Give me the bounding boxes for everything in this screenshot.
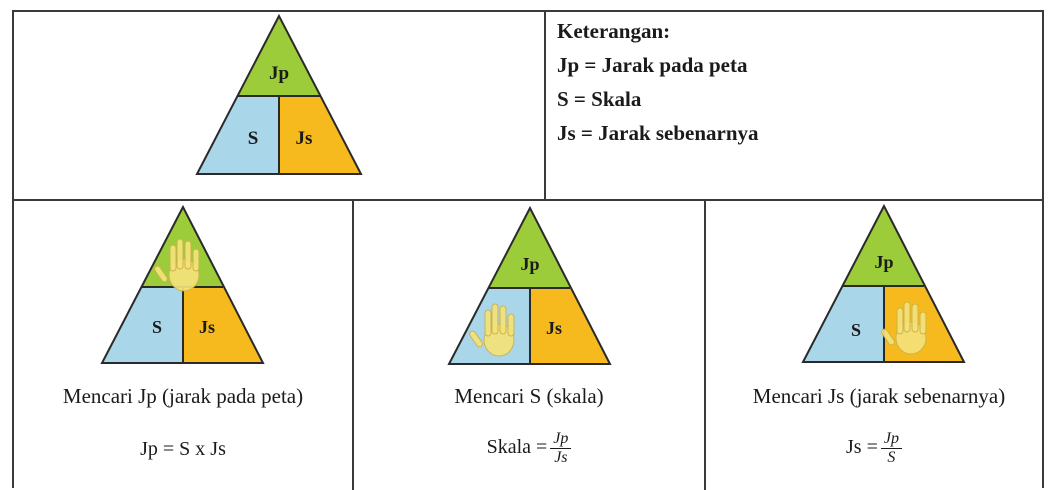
case-s-caption: Mencari S (skala) <box>454 384 604 408</box>
triangle-right-section <box>530 288 610 364</box>
triangle-top-section <box>489 208 570 288</box>
hand-icon <box>469 303 515 357</box>
label-js: Js <box>296 128 313 149</box>
case-jp-caption: Mencari Jp (jarak pada peta) <box>62 384 304 408</box>
hand-icon <box>881 301 927 355</box>
table-col-divider-1 <box>352 200 354 490</box>
label-js: Js <box>546 318 562 338</box>
table-col-divider-2 <box>704 200 706 490</box>
triangle-left-section <box>197 96 279 174</box>
triangle-right-section <box>183 287 263 363</box>
case-js-triangle: Jp S <box>801 203 966 364</box>
formula-lhs: Skala = <box>486 436 548 459</box>
legend-item-jp: Jp = Jarak pada peta <box>557 53 748 77</box>
table-border-left <box>12 10 14 488</box>
table-col-divider-top <box>544 10 546 200</box>
label-s: S <box>152 317 162 337</box>
fraction-denominator: S <box>887 449 896 466</box>
fraction-denominator: Js <box>554 449 568 466</box>
triangle-top-section <box>238 16 320 96</box>
hand-icon <box>154 238 200 292</box>
triangle-left-section <box>102 287 183 363</box>
legend-title: Keterangan: <box>557 19 671 43</box>
label-jp: Jp <box>269 63 289 84</box>
table-border-top <box>12 10 1044 12</box>
fraction-numerator: Jp <box>880 430 902 449</box>
label-s: S <box>851 320 861 340</box>
legend-item-s: S = Skala <box>557 87 642 111</box>
case-s-triangle: Jp Js <box>447 205 612 366</box>
table-border-right <box>1042 10 1044 488</box>
triangle-right-section <box>279 96 361 174</box>
triangle-left-section <box>803 286 884 362</box>
table-row-divider <box>12 199 1044 201</box>
label-js: Js <box>199 317 215 337</box>
fraction-numerator: Jp <box>550 430 572 449</box>
label-jp: Jp <box>874 252 893 272</box>
case-jp-triangle: S Js <box>100 204 265 365</box>
main-triangle-diagram: Jp S Js <box>195 13 363 176</box>
case-js-caption: Mencari Js (jarak sebenarnya) <box>752 384 1006 408</box>
legend-item-js: Js = Jarak sebenarnya <box>557 121 759 145</box>
case-jp-formula: Jp = S x Js <box>140 438 226 460</box>
legend: Keterangan: Jp = Jarak pada peta S = Ska… <box>557 14 759 150</box>
label-jp: Jp <box>520 254 539 274</box>
formula-lhs: Js = <box>846 436 878 459</box>
label-s: S <box>248 128 259 149</box>
triangle-top-section <box>843 206 924 286</box>
